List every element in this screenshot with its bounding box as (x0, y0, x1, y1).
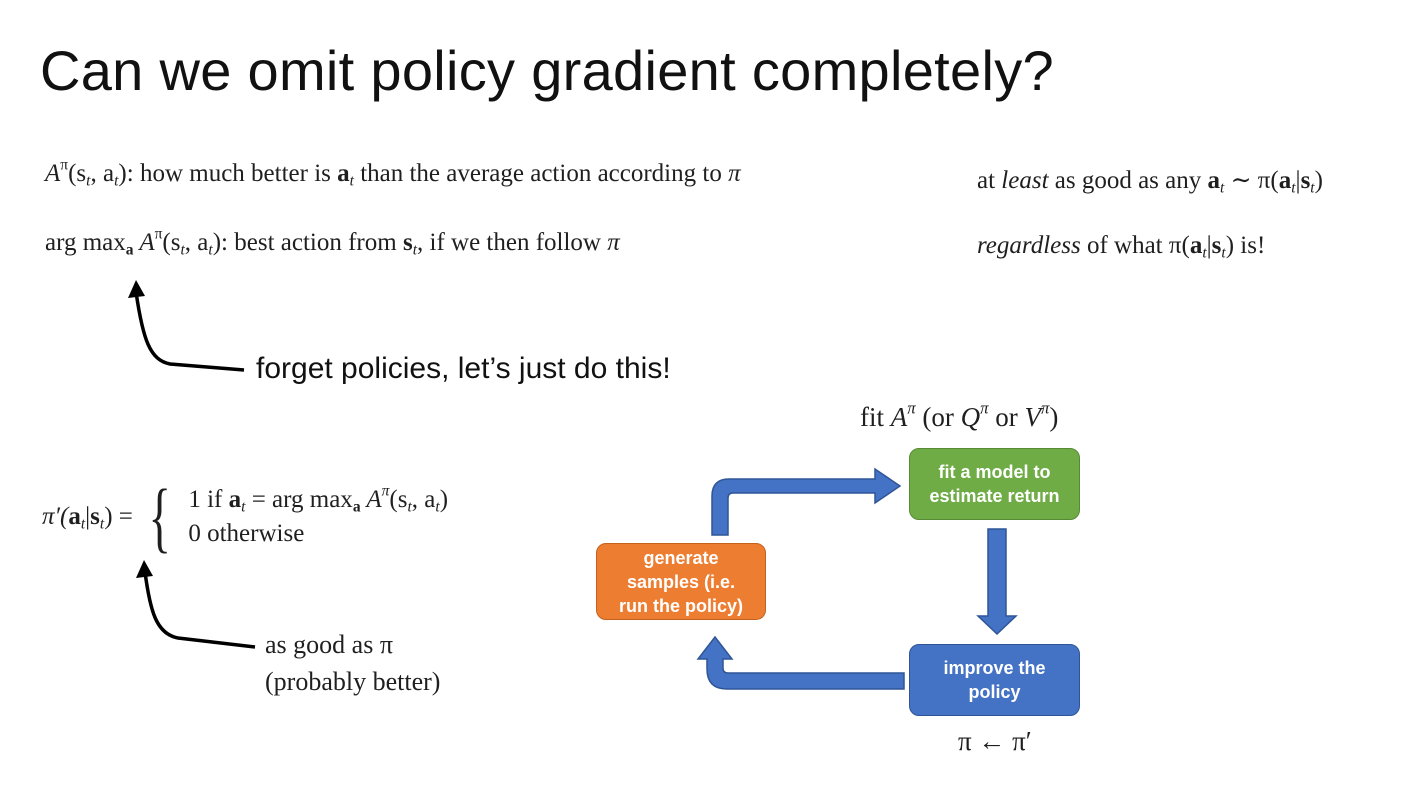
t-subscript-5: t (208, 241, 213, 259)
right2-mid: of what π( (1080, 232, 1190, 259)
slide-title: Can we omit policy gradient completely? (40, 39, 1054, 102)
pointer-arrow-2 (143, 571, 256, 649)
right1-t2: t (1291, 179, 1296, 197)
policy-update-label: π ← π′ (958, 726, 1032, 756)
gen-box-line2: samples (i.e. (626, 571, 736, 592)
t-subscript: t (86, 172, 91, 190)
forget-policies-note: forget policies, let’s just do this! (256, 352, 671, 385)
pi-superscript-2: π (154, 225, 163, 243)
fit-pre: fit (860, 402, 891, 432)
cases-brace: { (148, 473, 171, 560)
pi-symbol-2: π (607, 229, 620, 256)
state-symbol: s (402, 229, 413, 256)
fit-Q-sup: π (980, 398, 989, 418)
t-subscript-3: t (349, 172, 354, 190)
policy-lhs: π′(at|st) = (42, 503, 133, 533)
gen-box-line1: generate (643, 547, 719, 568)
fit-box-line1: fit a model to (938, 462, 1051, 482)
right2-end: ) is! (1225, 232, 1266, 259)
right1-bar: | (1295, 167, 1301, 194)
args-comma-2: , a (184, 229, 209, 256)
eq2-text2: , if we then follow (417, 229, 608, 256)
t-subscript-4: t (180, 241, 185, 259)
advantage-definition: Aπ(st, at): how much better is at than t… (45, 157, 741, 190)
action-symbol: a (337, 160, 350, 187)
right1-pre: at (977, 167, 1002, 194)
right2-bar: | (1206, 232, 1212, 259)
right1-end: ) (1314, 167, 1323, 194)
case-zero: 0 otherwise (188, 520, 305, 547)
eq2-text: best action from (228, 229, 403, 256)
right2-regardless: regardless (977, 232, 1081, 259)
right1-mid: as good as any (1048, 167, 1208, 194)
fit-mid: (or (915, 402, 961, 432)
pointer-arrowhead-2 (136, 560, 153, 578)
args-close: ): (118, 160, 134, 187)
right-note-1: at least as good as any at ∼ π(at|st) (977, 165, 1323, 197)
fit-A-sup: π (907, 398, 916, 418)
as-good-note-line2: (probably better) (265, 667, 441, 696)
generate-samples-box: generate samples (i.e. run the policy) (596, 543, 766, 620)
right-note-2: regardless of what π(at|st) is! (977, 232, 1266, 262)
fit-model-box: fit a model to estimate return (909, 448, 1080, 520)
t-subscript-6: t (412, 241, 417, 259)
advantage-symbol: A (45, 160, 61, 187)
right1-s: s (1300, 167, 1311, 194)
right1-a2: a (1278, 167, 1292, 194)
arrow-gen-to-fit (711, 467, 902, 536)
fit-V-sup: π (1041, 398, 1050, 418)
fit-Q: Q (960, 402, 981, 432)
fit-or: or (988, 402, 1025, 432)
right2-a: a (1189, 232, 1203, 259)
right2-s: s (1211, 232, 1222, 259)
t-subscript-2: t (114, 172, 119, 190)
argmax-subscript: a (125, 241, 134, 259)
pointer-arrowhead-1 (128, 280, 145, 298)
fit-box-line2: estimate return (929, 486, 1060, 506)
as-good-note-line1: as good as π (265, 630, 393, 659)
improve-policy-box: improve the policy (909, 644, 1080, 716)
argmax-definition: arg maxa Aπ(st, at): best action from st… (45, 226, 620, 259)
pi-superscript: π (60, 156, 69, 174)
args-open-2: (s (162, 229, 181, 256)
right2-t: t (1202, 244, 1207, 262)
right1-tilde: ∼ π( (1224, 167, 1279, 194)
args-close-2: ): (212, 229, 228, 256)
right1-least: least (1001, 167, 1049, 194)
gen-box-line3: run the policy) (618, 595, 743, 616)
arrow-improve-to-gen (696, 635, 905, 690)
right1-a: a (1207, 167, 1221, 194)
right1-t3: t (1310, 179, 1315, 197)
fit-advantage-label: fit Aπ (or Qπ or Vπ) (860, 400, 1059, 433)
imp-box-line2: policy (968, 682, 1021, 702)
case-one: 1 if at = arg maxa Aπ(st, at) (188, 482, 449, 516)
right1-t: t (1220, 179, 1225, 197)
args-open: (s (68, 160, 87, 187)
right2-t2: t (1221, 244, 1226, 262)
imp-box-line1: improve the (943, 658, 1046, 678)
arrow-fit-to-improve (976, 528, 1018, 636)
args-comma: , a (90, 160, 115, 187)
argmax-text: arg max (45, 229, 126, 256)
fit-A: A (890, 402, 908, 432)
fit-V: V (1024, 402, 1042, 432)
eq1-text: how much better is (133, 160, 338, 187)
pointer-arrow-1 (134, 291, 245, 372)
greedy-policy-equation: π′(at|st) = { 1 if at = arg maxa Aπ(st, … (42, 478, 448, 556)
advantage-symbol-2: A (133, 229, 155, 256)
cases-block: 1 if at = arg maxa Aπ(st, at) 0 otherwis… (188, 483, 448, 551)
pi-symbol: π (728, 160, 741, 187)
eq1-text2: than the average action according to (353, 160, 729, 187)
fit-end: ) (1049, 402, 1059, 432)
